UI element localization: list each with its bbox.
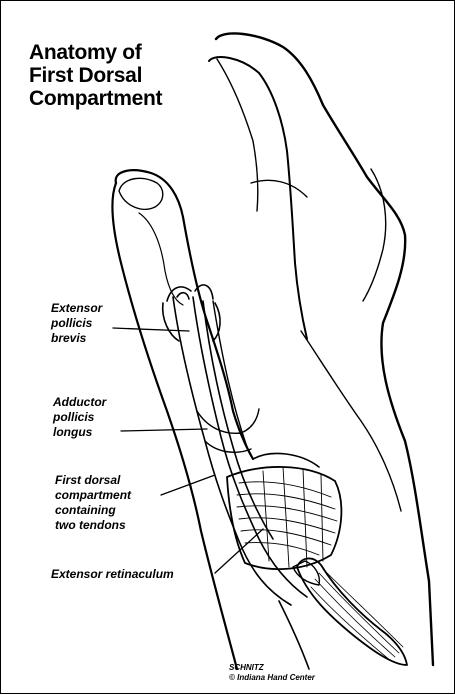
tendon-epb [173,297,291,605]
label-line: compartment [55,488,131,503]
finger-knuckle [251,180,307,197]
retinaculum-fibers [237,467,337,567]
label-line: Extensor retinaculum [51,567,174,582]
title-line-2: First Dorsal [29,64,162,87]
leader-apl [121,429,207,431]
label-adductor-pollicis-longus: Adductor pollicis longus [53,395,106,440]
muscle-striations [311,569,403,661]
label-line: pollicis [51,316,102,331]
palm-shadow [363,169,386,301]
label-line: longus [53,425,106,440]
label-line: Extensor [51,301,102,316]
forearm-line [279,601,309,669]
palm-edge [301,331,401,511]
wrist-bulge [253,453,319,467]
label-line: pollicis [53,410,106,425]
page-title: Anatomy of First Dorsal Compartment [29,41,162,110]
label-line: First dorsal [55,473,131,488]
label-line: Adductor [53,395,106,410]
label-line: containing [55,503,131,518]
credit-artist: SCHNITZ [229,663,315,673]
title-line-3: Compartment [29,87,162,110]
title-line-1: Anatomy of [29,41,162,64]
label-line: brevis [51,331,102,346]
credit-source: © Indiana Hand Center [229,673,315,683]
label-extensor-pollicis-brevis: Extensor pollicis brevis [51,301,102,346]
muscle-belly [297,558,407,665]
label-first-dorsal-compartment: First dorsal compartment containing two … [55,473,131,533]
thumbnail [119,178,163,209]
artist-credit: SCHNITZ © Indiana Hand Center [229,663,315,683]
tendon-sheath [293,561,319,585]
palm-crease [217,59,258,211]
label-extensor-retinaculum: Extensor retinaculum [51,567,174,582]
label-line: two tendons [55,518,131,533]
tendon-epb-2 [193,297,307,597]
thumb-bone [139,213,183,305]
